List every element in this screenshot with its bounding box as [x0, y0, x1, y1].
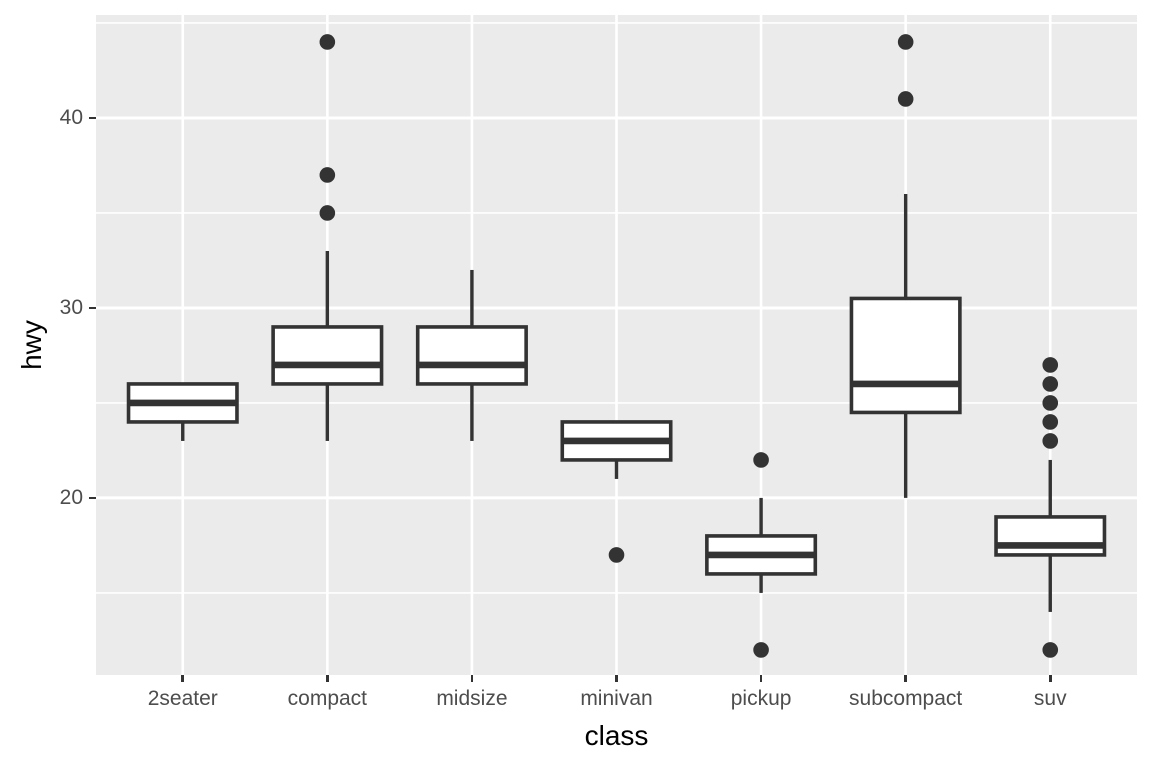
y-tick-mark [89, 496, 96, 500]
y-axis-title: hwy [16, 320, 47, 370]
outlier-point-subcompact [897, 91, 914, 107]
x-tick-label: subcompact [849, 687, 963, 710]
box-compact [271, 325, 384, 386]
box-suv [994, 515, 1107, 557]
x-axis-title: class [584, 720, 649, 751]
y-tick-label: 30 [59, 295, 83, 319]
outlier-point-compact [319, 167, 336, 183]
y-tick-mark [89, 116, 96, 120]
x-tick-mark [181, 675, 185, 682]
x-tick-mark [470, 675, 474, 682]
box-subcompact [849, 296, 962, 415]
outlier-point-pickup [753, 452, 769, 468]
x-tick-label: suv [1033, 687, 1067, 710]
outlier-point-suv [1042, 433, 1059, 449]
x-tick-mark [904, 675, 907, 682]
outlier-point-minivan [608, 547, 625, 563]
outlier-point-suv [1042, 395, 1059, 411]
y-tick-label: 40 [59, 105, 83, 129]
outlier-point-pickup [753, 642, 769, 658]
x-tick-label: 2seater [147, 687, 218, 710]
outlier-point-suv [1042, 414, 1059, 430]
plot-panel [96, 15, 1137, 675]
x-tick-mark [326, 675, 329, 682]
x-tick-mark [1048, 675, 1052, 682]
x-tick-label: compact [287, 687, 368, 710]
boxplot-canvas [96, 15, 1137, 675]
x-tick-label: pickup [730, 687, 792, 710]
y-tick-label: 20 [59, 485, 83, 509]
x-tick-label: midsize [436, 687, 508, 710]
outlier-point-compact [319, 205, 336, 221]
outlier-point-suv [1042, 357, 1059, 373]
outlier-point-suv [1042, 376, 1059, 392]
y-tick-mark [89, 306, 96, 310]
x-tick-mark [759, 675, 763, 682]
x-tick-mark [615, 675, 618, 682]
box-midsize [415, 325, 528, 386]
outlier-point-subcompact [897, 34, 914, 50]
outlier-point-suv [1042, 642, 1059, 658]
outlier-point-compact [319, 34, 336, 50]
x-tick-label: minivan [580, 687, 653, 710]
